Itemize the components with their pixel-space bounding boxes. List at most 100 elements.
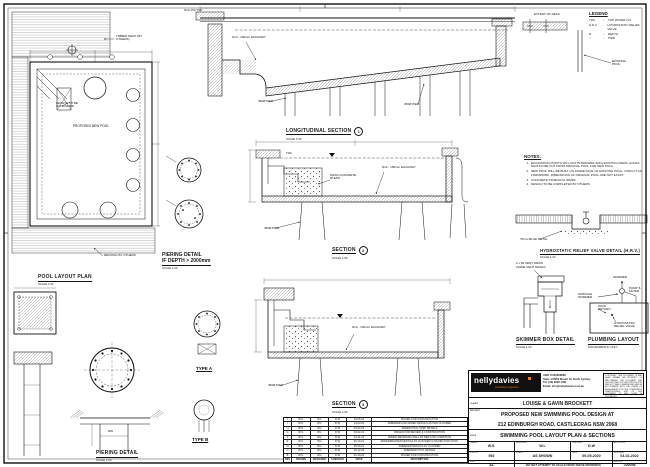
company-email: Email: info@nellydavies.com.au bbox=[543, 384, 585, 388]
rev-designed: W.L bbox=[311, 435, 329, 441]
revision-row: D W.S. W.L D.W 30-09-21 AMENDED DETAILS … bbox=[284, 444, 467, 450]
field-scale-label: SCALE bbox=[515, 451, 523, 454]
legend-desc: HYDROSTATIC RELIEF VALVE bbox=[607, 22, 640, 32]
title-block-logo-row: nellydavies consulting engineers ABN 711… bbox=[469, 371, 646, 398]
legend-desc: TOP WATER LVL. bbox=[608, 18, 633, 22]
hrv-title-text: HYDROSTATIC RELIEF VALVE DETAIL (H.R.V.) bbox=[540, 248, 640, 255]
plumbing-surface-label: SURFACE SKIMMER bbox=[578, 292, 593, 300]
field-note: DO NOT ATTEMPT TO SCALE FROM THESE DRAWI… bbox=[515, 461, 613, 467]
field-size: SIZE A1 bbox=[469, 461, 515, 467]
rev-letter: D bbox=[284, 444, 292, 450]
field-scale: SCALE AS SHOWN bbox=[515, 451, 571, 460]
field-checked-value: D.W bbox=[588, 444, 595, 448]
dim-600-label: 600 bbox=[108, 429, 114, 433]
field-rev-date-label: REV DATE bbox=[613, 451, 625, 454]
rev-letter: G bbox=[284, 431, 292, 436]
drawing-title-label: TITLE bbox=[470, 435, 477, 437]
legend-item: H.R.V - HYDROSTATIC RELIEF VALVE bbox=[589, 23, 648, 32]
piering-detail-bottom-title-text: PIERING DETAIL bbox=[96, 450, 139, 458]
skimmer-scale: SCALE 1:20 bbox=[516, 345, 532, 350]
field-checked-label: CHECKED bbox=[571, 442, 582, 445]
rev-description: ADDED RETAINING WALL AS PER SITE CONDITI… bbox=[372, 436, 467, 441]
rev-description: AMENDED DETAILS AS CLOUDED bbox=[372, 445, 467, 450]
client-row: CLIENT LOUISE & GAVIN BROCKETT bbox=[469, 398, 646, 409]
legend-title: LEGEND bbox=[589, 11, 608, 16]
rev-date: 15-12-20 bbox=[347, 449, 372, 454]
rev-description: ADDED/REVISED DETAILS AS CLOUDED & ISSUE… bbox=[372, 440, 467, 445]
company-tel: Tel: (02) 9922 1001 bbox=[543, 381, 567, 384]
piering-detail-deep-subtitle: IF DEPTH > 2000mm bbox=[162, 258, 211, 266]
legend-symbol: TWL bbox=[589, 18, 596, 22]
revision-row: I W.S. W.L D.W 14-03-22 AMENDED AND ADDE… bbox=[284, 422, 467, 427]
rev-date: 14-03-22 bbox=[347, 422, 372, 427]
company-contact: ABN 71181608680 Suite 1.05/90 Mount St, … bbox=[543, 371, 601, 397]
piering-detail-deep-scale: SCALE 1:20 bbox=[162, 266, 178, 271]
skimmer-drain-label-2: (SAME VENT DRAIN) bbox=[516, 265, 546, 269]
company-address: Suite 1.05/90 Mount St, North Sydney bbox=[543, 377, 591, 381]
revision-row: F W.S. W.L D.W 24-11-21 ADDED RETAINING … bbox=[284, 435, 467, 441]
field-date-label: DATE bbox=[571, 451, 578, 454]
section-3-title: SECTION 3 SCALE 1:50 bbox=[332, 400, 368, 414]
field-drawn: DRAWN W.S. bbox=[469, 442, 515, 451]
legend-dash: - bbox=[602, 22, 604, 27]
rev-drawn: W.S. bbox=[292, 426, 311, 432]
plumbing-layout-drawing bbox=[589, 280, 649, 334]
legend-dash: - bbox=[603, 31, 604, 36]
revision-row: B W.S. W.L D.W 01-10-20 ISSUED FOR CONST… bbox=[284, 453, 467, 458]
rev-date: 01-10-20 bbox=[347, 453, 372, 458]
field-scale-value: AS SHOWN bbox=[532, 453, 553, 458]
rev-letter: B bbox=[284, 453, 292, 458]
field-job-value: 592 bbox=[488, 453, 495, 458]
note-text: DESIGN TO BE COMPLETED BY OTHERS bbox=[531, 182, 590, 187]
piering-detail-bottom-scale: SCALE 1:20 bbox=[96, 458, 112, 463]
legend-dash: - bbox=[603, 36, 604, 40]
rev-checked: D.W bbox=[329, 426, 347, 432]
rev-designed: W.L bbox=[311, 449, 329, 454]
company-tagline: consulting engineers bbox=[495, 385, 519, 389]
skimmer-drain-label-1: 2 x 50 VENT DRAIN bbox=[516, 261, 544, 265]
section-2-scale: SCALE 1:50 bbox=[332, 255, 348, 260]
note-number: 4. bbox=[526, 182, 529, 187]
rev-designed: W.L bbox=[311, 453, 329, 458]
skimmer-title-text: SKIMMER BOX DETAIL bbox=[516, 337, 575, 345]
rev-checked: D.W bbox=[329, 449, 347, 454]
project-row: PROJECT PROPOSED NEW SWIMMING POOL DESIG… bbox=[469, 409, 646, 430]
field-date: DATE 09-09-2020 bbox=[571, 451, 613, 460]
section-2-title: SECTION 2 SCALE 1:50 bbox=[332, 246, 368, 260]
plumbing-skimmer-label: SKIMMER bbox=[613, 275, 628, 279]
revision-row: J W.S. W.L D.W 16-05-22 ISSUED FOR CONST… bbox=[284, 418, 467, 423]
pier-elevation-drawing bbox=[13, 351, 53, 456]
s2-reo-label: N12 - 150mm EACHWAY bbox=[382, 165, 416, 169]
field-approved: APPROVED bbox=[613, 442, 646, 451]
section-3-drawing bbox=[254, 278, 451, 397]
longitudinal-section-scale: SCALE 1:50 bbox=[286, 136, 302, 141]
company-name: nellydavies bbox=[474, 376, 520, 385]
rev-letter: I bbox=[284, 422, 292, 427]
client-name: LOUISE & GAVIN BROCKETT bbox=[522, 401, 593, 407]
section-ref-circle-2: 2 bbox=[358, 246, 368, 255]
plan-length-label: LENGTH TO BE CONFIRMED bbox=[56, 101, 78, 109]
rev-designed: W.L bbox=[311, 431, 329, 436]
project-line-1: PROPOSED NEW SWIMMING POOL DESIGN AT bbox=[501, 412, 614, 418]
notes-title: NOTES: bbox=[524, 154, 542, 159]
piering-detail-deep-title: PIERING DETAIL IF DEPTH > 2000mm SCALE 1… bbox=[162, 252, 211, 270]
section-3-scale: SCALE 1:50 bbox=[332, 409, 348, 414]
rev-description: ISSUED FOR REVIEW & CONSTRUCTION bbox=[372, 431, 467, 436]
field-date-value: 09-09-2020 bbox=[582, 453, 601, 458]
rev-date: 25-10-21 bbox=[347, 440, 372, 445]
notes-block: NOTES: 1. EXCAVATION POINTS WILL NOT INT… bbox=[524, 154, 647, 188]
type-b-label: TYPE B bbox=[192, 437, 209, 442]
section-2-title-text: SECTION bbox=[332, 246, 356, 255]
s2-twl-label: TWL bbox=[286, 151, 293, 155]
hrv-detail-drawing bbox=[515, 211, 648, 240]
revision-table: J W.S. W.L D.W 16-05-22 ISSUED FOR CONST… bbox=[283, 417, 468, 464]
company-logo: nellydavies consulting engineers bbox=[471, 373, 541, 392]
field-size-label: SIZE bbox=[469, 461, 475, 464]
s2-pier-label: 450Ø PIER bbox=[264, 226, 280, 230]
field-dwg-no-label: DWG NO bbox=[613, 461, 623, 464]
rev-checked: D.W bbox=[329, 435, 347, 441]
deck-edge-label: EXTENT OF DECK bbox=[534, 12, 560, 16]
s3-reo-label: N12 - 150mm EACHWAY bbox=[352, 325, 386, 329]
